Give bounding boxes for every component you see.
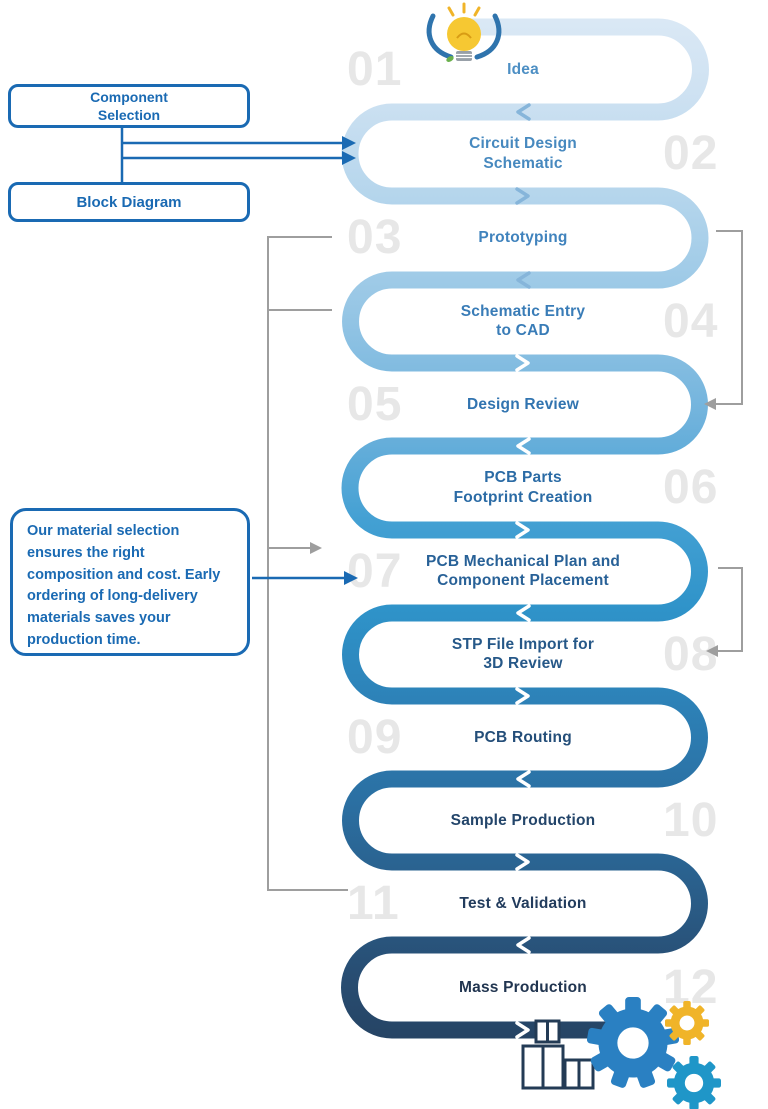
flow-direction-chevron — [515, 354, 530, 372]
flow-direction-chevron — [516, 271, 531, 289]
flow-direction-chevron — [515, 853, 530, 871]
gear-icon — [586, 997, 680, 1088]
step-number-04: 04 — [663, 294, 719, 348]
step-number-09: 09 — [347, 710, 403, 764]
flow-direction-chevron — [516, 936, 531, 954]
production-gears-icon — [586, 997, 721, 1109]
step-number-03: 03 — [347, 211, 403, 264]
shipping-boxes-icon — [521, 1019, 595, 1090]
step-number-06: 06 — [663, 461, 719, 514]
callout-arrowhead-1 — [342, 136, 356, 150]
callout-arrowhead-2 — [342, 151, 356, 165]
step-number-10: 10 — [663, 793, 719, 847]
annotation-connectors — [267, 230, 743, 891]
left-bracket-line — [267, 236, 348, 891]
left-bracket-arrowhead — [310, 542, 322, 554]
flow-direction-chevron — [515, 521, 530, 539]
callout-arrows — [120, 128, 358, 585]
flow-chevrons — [515, 103, 531, 1039]
callout-arrowhead-3 — [344, 571, 358, 585]
flow-direction-chevron — [516, 604, 531, 622]
right-bracket-arrowhead-2 — [706, 645, 718, 657]
callout-block-diagram: Block Diagram — [8, 182, 250, 222]
flow-direction-chevron — [516, 770, 531, 788]
step-number-07: 07 — [347, 544, 403, 598]
callout-material-note: Our material selection ensures the right… — [10, 508, 250, 656]
step-number-08: 08 — [663, 627, 719, 681]
step-number-05: 05 — [347, 377, 403, 431]
flow-direction-chevron — [515, 687, 530, 705]
flow-direction-chevron — [516, 437, 531, 455]
gear-icon — [665, 1001, 709, 1045]
step-number-01: 01 — [347, 42, 403, 96]
flow-direction-chevron — [515, 1021, 530, 1039]
right-bracket-line-2 — [714, 567, 743, 652]
step-number-02: 02 — [663, 127, 719, 180]
gear-icon — [667, 1056, 721, 1109]
flow-direction-chevron — [516, 103, 531, 121]
right-bracket-line-1 — [712, 230, 743, 405]
lightbulb-icon — [426, 2, 502, 62]
callout-component-selection: Component Selection — [8, 84, 250, 128]
right-bracket-arrowhead-1 — [704, 398, 716, 410]
step-number-11: 11 — [347, 876, 400, 930]
flow-direction-chevron — [515, 187, 530, 205]
